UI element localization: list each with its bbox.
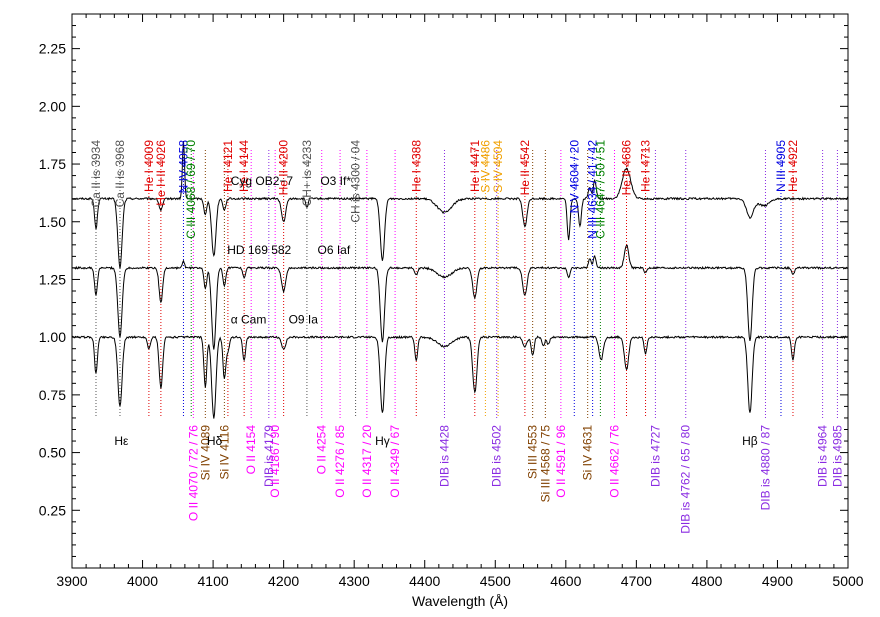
x-tick-label: 5000 <box>832 573 863 589</box>
y-tick-label: 1.50 <box>39 214 66 230</box>
x-tick-label: 4900 <box>762 573 793 589</box>
top-line-label: He I 4713 <box>639 140 653 192</box>
bottom-line-label: O II 4070 / 72 / 76 <box>186 425 200 521</box>
bottom-line-label: DIB is 4727 <box>648 425 662 487</box>
star-name-label: Cyg OB2−7 <box>231 174 294 188</box>
top-line-label: He I 4144 <box>237 140 251 192</box>
top-line-label: Ca II is 3968 <box>113 140 127 208</box>
spectrum-line <box>71 140 849 269</box>
bottom-line-label: O II 4276 / 85 <box>333 425 347 498</box>
hydrogen-line-label: Hε <box>114 434 129 448</box>
spectral-type-label: O6 Iaf <box>317 243 350 257</box>
top-line-label: He I 4922 <box>786 140 800 192</box>
top-line-label: N III 4634 / 41 / 42 <box>586 140 600 239</box>
top-line-label: Ca II is 3934 <box>89 140 103 208</box>
top-line-label: C III 4647 / 50 / 51 <box>593 140 607 239</box>
bottom-line-label: Si IV 4631 <box>581 425 595 481</box>
bottom-line-label: Si IV 4089 <box>198 425 212 481</box>
top-line-label: C III 4068 / 69 / 70 <box>184 140 198 239</box>
spectral-type-label: O3 If* <box>320 174 351 188</box>
x-tick-label: 4400 <box>409 573 440 589</box>
axis-layer: 3900 4000 4100 4200 4300 4400 4500 4600 4700 4800… <box>39 13 864 589</box>
y-tick-label: 1.75 <box>39 156 66 172</box>
bottom-line-label: DIB is 4502 <box>490 425 504 487</box>
spectra-layer <box>71 140 849 419</box>
bottom-line-label: DIB is 4964 <box>816 425 830 487</box>
y-tick-label: 0.25 <box>39 502 66 518</box>
x-tick-label: 4800 <box>691 573 722 589</box>
top-line-label: He II 4542 <box>518 140 532 196</box>
x-tick-label: 4600 <box>550 573 581 589</box>
top-line-label: CH+ is 4233 <box>300 140 314 207</box>
x-axis-title: Wavelength (Å) <box>412 593 508 609</box>
bottom-line-label: O II 4317 / 20 <box>360 425 374 498</box>
top-line-label: He I+II 4026 <box>154 140 168 206</box>
star-name-label: α Cam <box>231 312 267 326</box>
bottom-line-label: DIB is 4762 / 65 / 80 <box>679 425 693 534</box>
line-marker-layer <box>95 148 838 418</box>
bottom-line-label: O II 4349 / 67 <box>388 425 402 498</box>
top-line-label: He II 4686 <box>619 140 633 196</box>
y-tick-label: 2.00 <box>39 98 66 114</box>
top-line-label: He I 4009 <box>142 140 156 192</box>
spectral-type-label: O9 Ia <box>289 312 319 326</box>
top-line-label: S IV 4486 <box>478 140 492 193</box>
bottom-line-label: Si IV 4116 <box>217 425 231 480</box>
y-tick-label: 1.25 <box>39 271 66 287</box>
y-tick-label: 1.00 <box>39 329 66 345</box>
bottom-line-label: Si III 4553 <box>526 425 540 479</box>
bottom-line-label: DIB is 4179 <box>262 425 276 487</box>
star-name-label: HD 169 582 <box>227 243 291 257</box>
x-tick-label: 4200 <box>268 573 299 589</box>
top-line-label: N V 4604 / 20 <box>567 140 581 214</box>
top-line-label: N IV 4058 <box>176 140 190 194</box>
hydrogen-line-label: Hδ <box>207 434 223 448</box>
x-tick-label: 4000 <box>127 573 158 589</box>
bottom-line-label: O II 4591 / 96 <box>554 425 568 498</box>
x-tick-label: 4300 <box>339 573 370 589</box>
x-tick-label: 4700 <box>621 573 652 589</box>
spectrum-line <box>71 244 849 350</box>
x-tick-label: 3900 <box>56 573 87 589</box>
hydrogen-line-label: Hβ <box>742 434 758 448</box>
y-tick-label: 2.25 <box>39 41 66 57</box>
top-line-label: He I 4121 <box>221 140 235 192</box>
hydrogen-line-label: Hγ <box>375 434 390 448</box>
top-line-label: N III 4905 <box>774 140 788 192</box>
bottom-line-label: O II 4154 <box>244 425 258 475</box>
x-tick-label: 4500 <box>480 573 511 589</box>
y-tick-label: 0.75 <box>39 387 66 403</box>
top-line-label: He I 4471 <box>468 140 482 192</box>
bottom-line-label: O II 4186 / 90 <box>268 425 282 498</box>
bottom-line-label: Si III 4568 / 75 <box>538 425 552 503</box>
bottom-line-label: DIB is 4428 <box>437 425 451 487</box>
bottom-line-label: O II 4254 <box>315 425 329 475</box>
top-line-label: He II 4200 <box>277 140 291 196</box>
bottom-line-label: O II 4662 / 76 <box>607 425 621 498</box>
x-tick-label: 4100 <box>198 573 229 589</box>
spectrum-line <box>71 334 849 419</box>
top-line-label: He I 4388 <box>409 140 423 192</box>
top-line-label: S IV 4504 <box>491 140 505 193</box>
y-tick-label: 0.50 <box>39 445 66 461</box>
bottom-line-label: DIB is 4985 <box>830 425 844 487</box>
top-line-label: CH is 4300 / 04 <box>349 140 363 223</box>
bottom-line-label: DIB is 4880 / 87 <box>758 425 772 511</box>
